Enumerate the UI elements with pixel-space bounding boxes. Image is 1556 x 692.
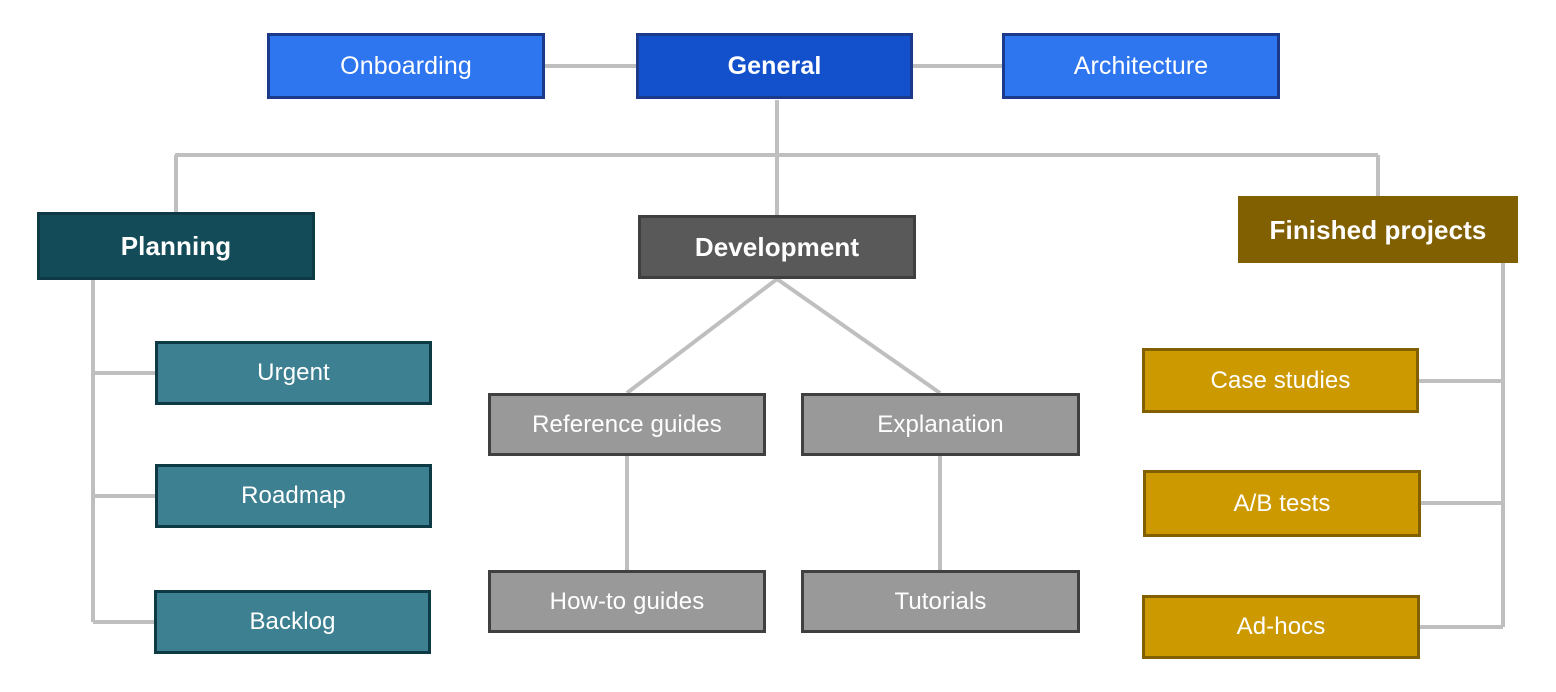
- node-explanation-label: Explanation: [877, 410, 1004, 438]
- node-case-studies[interactable]: Case studies: [1142, 348, 1419, 413]
- node-how-to-guides-label: How-to guides: [549, 587, 705, 615]
- node-general-label: General: [727, 51, 822, 80]
- node-ab-tests[interactable]: A/B tests: [1143, 470, 1421, 537]
- node-development[interactable]: Development: [638, 215, 916, 279]
- node-reference-guides-label: Reference guides: [532, 410, 722, 438]
- node-reference-guides[interactable]: Reference guides: [488, 393, 766, 456]
- node-case-studies-label: Case studies: [1210, 366, 1351, 394]
- node-ad-hocs[interactable]: Ad-hocs: [1142, 595, 1420, 659]
- node-roadmap[interactable]: Roadmap: [155, 464, 432, 528]
- node-planning-label: Planning: [120, 231, 232, 261]
- node-general[interactable]: General: [636, 33, 913, 99]
- node-onboarding-label: Onboarding: [340, 51, 472, 80]
- node-finished-projects[interactable]: Finished projects: [1238, 196, 1518, 263]
- node-development-label: Development: [694, 232, 860, 262]
- node-architecture[interactable]: Architecture: [1002, 33, 1280, 99]
- node-ad-hocs-label: Ad-hocs: [1236, 613, 1326, 640]
- node-urgent-label: Urgent: [257, 359, 330, 386]
- node-finished-projects-label: Finished projects: [1269, 214, 1487, 245]
- node-onboarding[interactable]: Onboarding: [267, 33, 545, 99]
- node-planning[interactable]: Planning: [37, 212, 315, 280]
- node-urgent[interactable]: Urgent: [155, 341, 432, 405]
- node-how-to-guides[interactable]: How-to guides: [488, 570, 766, 633]
- node-backlog-label: Backlog: [249, 608, 336, 635]
- node-backlog[interactable]: Backlog: [154, 590, 431, 654]
- node-explanation[interactable]: Explanation: [801, 393, 1080, 456]
- node-tutorials[interactable]: Tutorials: [801, 570, 1080, 633]
- connector-development-reference-guides: [625, 277, 779, 395]
- node-architecture-label: Architecture: [1073, 51, 1209, 80]
- node-tutorials-label: Tutorials: [894, 587, 987, 615]
- connector-development-explanation: [775, 277, 942, 395]
- node-roadmap-label: Roadmap: [241, 482, 346, 509]
- node-ab-tests-label: A/B tests: [1233, 489, 1331, 517]
